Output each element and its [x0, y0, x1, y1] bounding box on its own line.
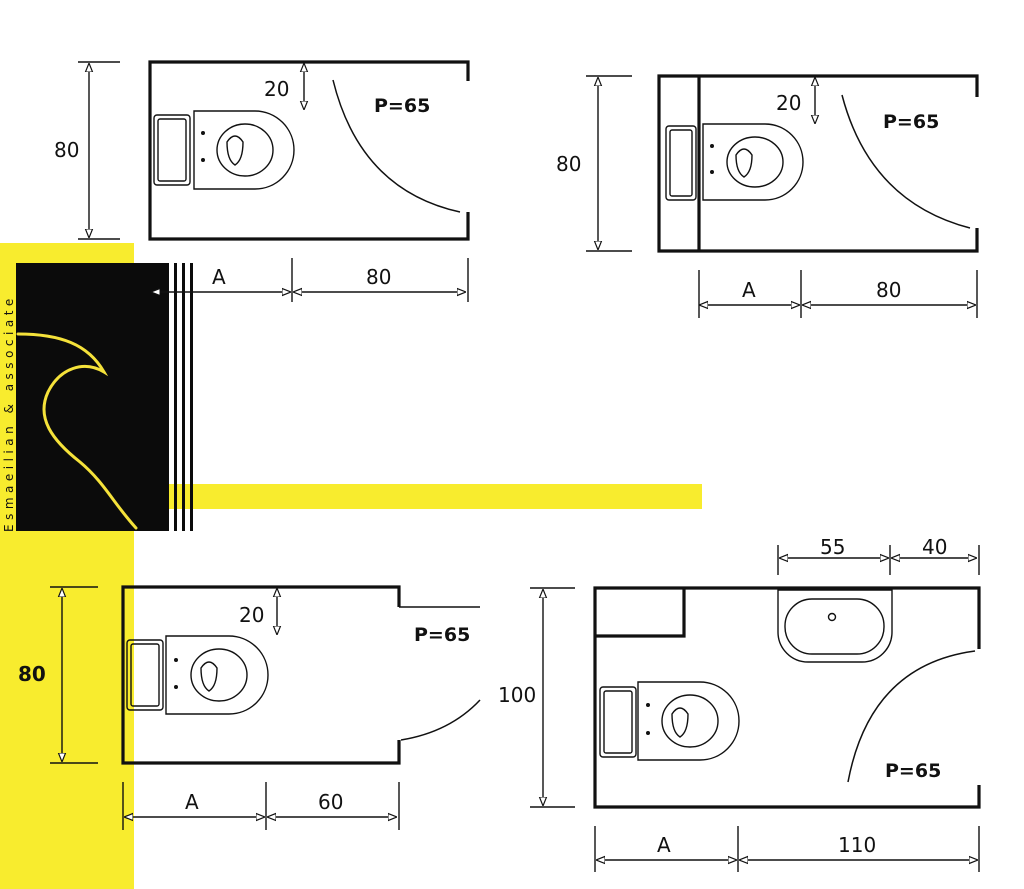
floor-plan-3: 80 20 P=65 A 60	[18, 585, 481, 830]
plan-1-height-label: 80	[54, 138, 79, 162]
plan-2-clearance-label: 20	[776, 91, 801, 115]
plan-4-height-label: 100	[498, 683, 536, 707]
plan-3-door-label: P=65	[414, 624, 470, 646]
plan-1-door-swing-icon	[332, 79, 461, 213]
plan-2-toilet-icon	[665, 123, 804, 201]
plan-1-width-a-label: A	[212, 265, 226, 289]
brand-stripe-3	[182, 263, 185, 531]
brand-swoosh-logo	[16, 332, 138, 530]
plan-3-walls	[121, 585, 401, 765]
plan-2-height-label: 80	[556, 152, 581, 176]
plan-2-door-swing-icon	[841, 94, 971, 229]
plan-1-door-label: P=65	[374, 95, 430, 117]
plan-4-width-a-label: A	[657, 833, 671, 857]
plan-1-clearance-label: 20	[264, 77, 289, 101]
floor-plan-1: 80 20 P=65 A 80	[54, 60, 470, 302]
floor-plan-2: 80 20 P=65 A 80	[556, 74, 979, 318]
brand-stripe-1	[166, 263, 169, 531]
brand-decoration: Esmaeilian & associate	[0, 243, 702, 889]
plan-4-walls	[593, 586, 981, 809]
plan-4-toilet-icon	[599, 681, 740, 761]
plan-4-door-label: P=65	[885, 760, 941, 782]
plan-2-door-label: P=65	[883, 111, 939, 133]
plan-2-width-a-label: A	[742, 278, 756, 302]
plan-4-sink-offset-label: 40	[922, 535, 947, 559]
plan-3-clearance-label: 20	[239, 603, 264, 627]
plan-1-walls	[148, 60, 470, 241]
plan-4-storage-block	[595, 588, 686, 638]
plan-3-door-swing-icon	[400, 699, 481, 741]
floor-plan-4: 100 55 40 P=65 A 110	[498, 535, 981, 872]
plan-3-width-a-label: A	[185, 790, 199, 814]
brand-stripe-4	[190, 263, 193, 531]
plan-4-width-b-label: 110	[838, 833, 876, 857]
plan-4-sink-icon	[777, 589, 893, 663]
plan-2-width-b-label: 80	[876, 278, 901, 302]
plan-3-height-label: 80	[18, 662, 46, 686]
brand-dark-panel	[16, 263, 166, 531]
plan-3-toilet-icon	[126, 635, 269, 715]
plan-1-width-b-label: 80	[366, 265, 391, 289]
plan-3-width-b-label: 60	[318, 790, 343, 814]
plan-4-sink-width-label: 55	[820, 535, 845, 559]
brand-yellow-strip	[160, 484, 702, 509]
plan-1-toilet-icon	[153, 110, 295, 190]
brand-stripe-2	[174, 263, 177, 531]
brand-name: Esmaeilian & associate	[2, 294, 16, 532]
plan-2-walls	[657, 74, 979, 253]
plan-4-door-swing-icon	[847, 650, 976, 783]
